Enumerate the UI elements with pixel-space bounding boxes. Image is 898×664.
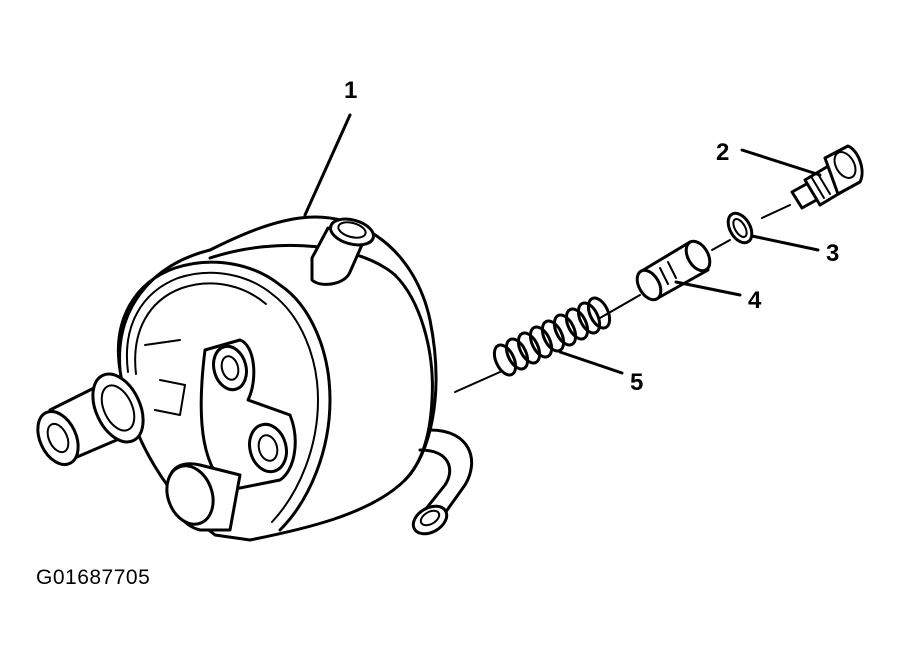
pump-body: [36, 215, 474, 542]
leader-1: [303, 113, 352, 217]
callout-1: 1: [344, 77, 357, 104]
o-ring: [726, 211, 754, 245]
callout-4: 4: [748, 287, 762, 314]
return-tube: [411, 428, 474, 536]
callout-numbers: 1 2 3 4 5: [344, 77, 839, 396]
leader-2: [740, 148, 822, 177]
spring: [492, 296, 612, 377]
figure-id: G01687705: [36, 566, 151, 589]
leader-3: [750, 234, 820, 252]
fitting: [790, 144, 864, 210]
callout-5: 5: [630, 369, 643, 396]
drive-shaft: [36, 372, 145, 466]
top-inlet-fitting: [310, 217, 375, 286]
assembly-axis: [454, 204, 791, 393]
leader-5: [558, 350, 624, 375]
front-boss: [144, 338, 297, 492]
lower-outlet-stub: [165, 462, 242, 532]
callout-2: 2: [716, 139, 729, 166]
leader-4: [674, 280, 742, 297]
valve: [635, 239, 712, 302]
callout-3: 3: [826, 240, 839, 267]
leader-lines: [303, 113, 822, 375]
